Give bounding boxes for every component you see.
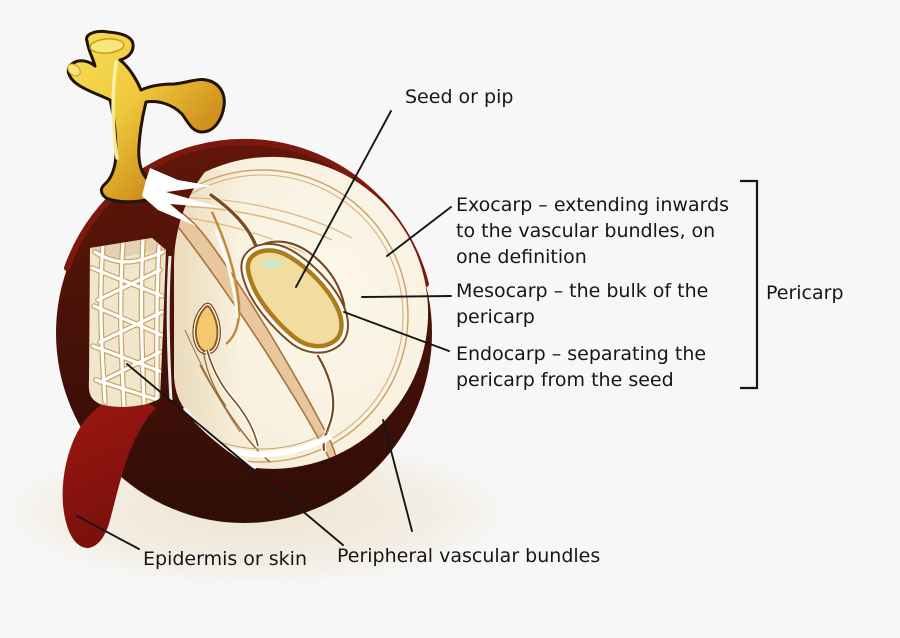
epidermis-leader-line — [76, 515, 140, 550]
exocarp-label: Exocarp – extending inwards to the vascu… — [456, 194, 730, 268]
seed-mint-highlight — [258, 259, 285, 268]
vascular-net-web — [89, 238, 166, 407]
vascular-net-block — [88, 238, 166, 407]
pericarp-bracket — [740, 179, 759, 390]
peripheral-leader-line-right — [382, 419, 413, 532]
endocarp-leader-line — [343, 311, 450, 352]
epidermis-label: Epidermis or skin — [143, 548, 307, 570]
peripheral-leader-line-left — [126, 363, 344, 546]
mesocarp-leader-line — [361, 295, 452, 298]
seed-leader-line — [295, 110, 392, 288]
aborted-seed — [192, 302, 260, 447]
seed-label: Seed or pip — [405, 86, 514, 108]
mesocarp-label: Mesocarp – the bulk of the pericarp — [456, 280, 709, 328]
cut-face — [166, 156, 429, 470]
stem-cut-end — [89, 38, 125, 54]
peripheral-label: Peripheral vascular bundles — [337, 545, 601, 567]
endocarp-label: Endocarp – separating the pericarp from … — [456, 343, 707, 391]
leader-lines — [76, 110, 452, 550]
stem — [66, 30, 226, 204]
peripheral-bundle-ring — [174, 169, 409, 463]
seed-shape — [240, 243, 349, 354]
exocarp-leader-line — [386, 206, 452, 257]
stem-attachment-burst — [142, 168, 222, 226]
epidermis-flap — [62, 396, 156, 548]
pericarp-label: Pericarp — [766, 282, 844, 304]
